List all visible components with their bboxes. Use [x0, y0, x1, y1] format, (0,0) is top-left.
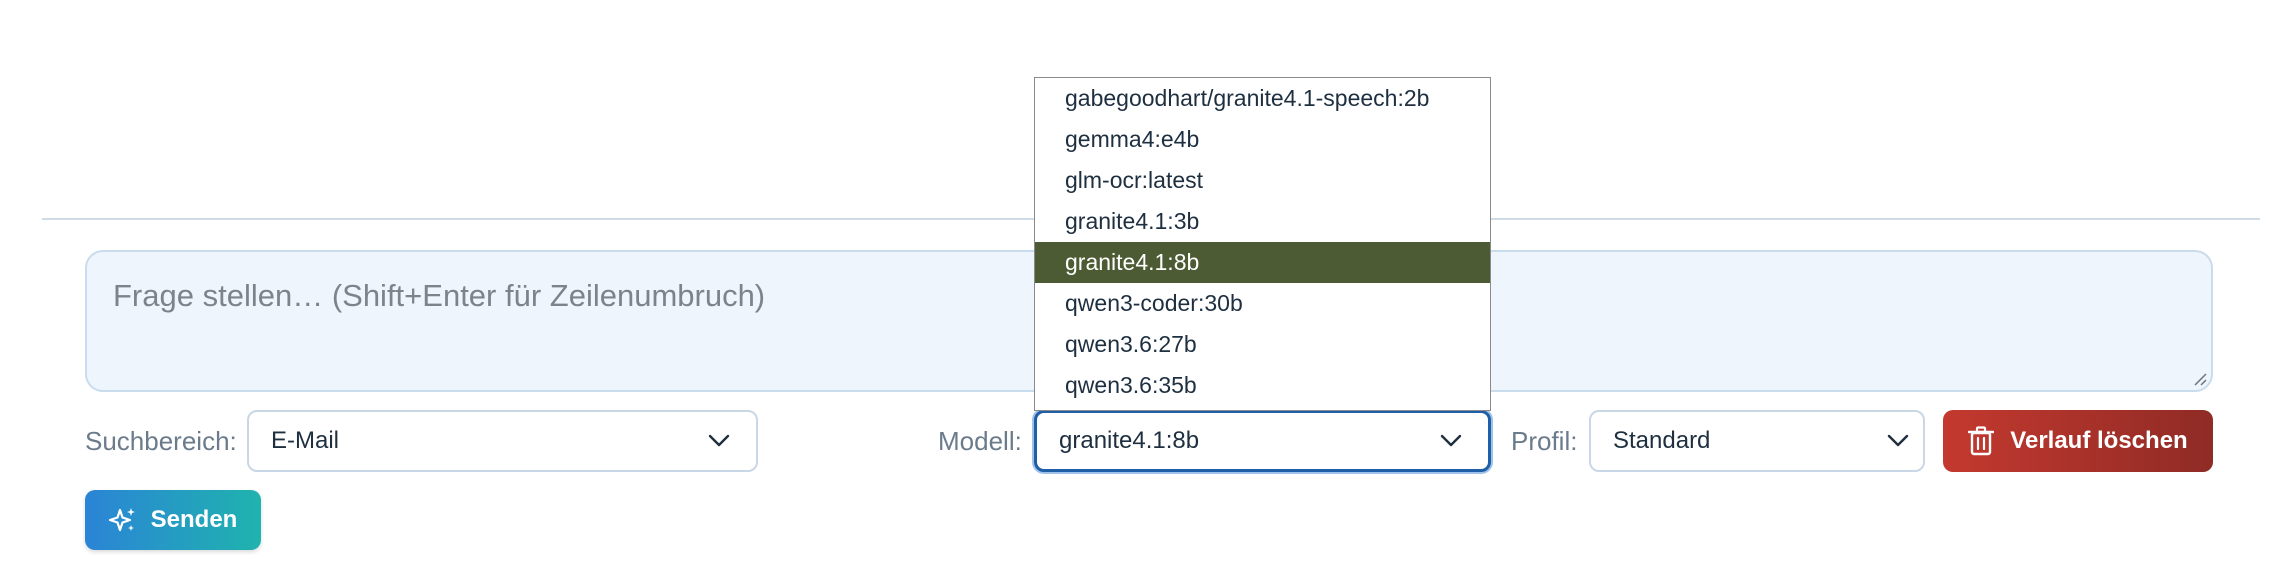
- model-dropdown-list[interactable]: gabegoodhart/granite4.1-speech:2b gemma4…: [1034, 77, 1491, 411]
- search-scope-select[interactable]: E-Mail: [247, 410, 758, 472]
- profile-select[interactable]: Standard: [1589, 410, 1925, 472]
- chevron-down-icon: [708, 434, 730, 447]
- chevron-down-icon: [1887, 434, 1909, 447]
- model-option[interactable]: granite4.1:8b: [1035, 242, 1490, 283]
- trash-icon: [1968, 426, 1995, 456]
- send-button[interactable]: Senden: [85, 490, 261, 550]
- clear-history-label: Verlauf löschen: [2010, 427, 2188, 454]
- sparkles-icon: [108, 508, 135, 532]
- model-option[interactable]: qwen3.6:35b: [1065, 372, 1197, 398]
- search-scope-label: Suchbereich:: [85, 426, 237, 456]
- model-option[interactable]: gabegoodhart/granite4.1-speech:2b: [1065, 85, 1430, 111]
- model-value: granite4.1:8b: [1059, 427, 1200, 454]
- model-option[interactable]: qwen3-coder:30b: [1065, 290, 1243, 316]
- model-select[interactable]: granite4.1:8b: [1034, 410, 1491, 472]
- model-label: Modell:: [938, 426, 1022, 456]
- model-option[interactable]: glm-ocr:latest: [1065, 167, 1204, 193]
- model-option[interactable]: gemma4:e4b: [1065, 126, 1200, 152]
- clear-history-button[interactable]: Verlauf löschen: [1943, 410, 2213, 472]
- search-scope-value: E-Mail: [271, 427, 340, 454]
- question-placeholder: Frage stellen… (Shift+Enter für Zeilenum…: [113, 278, 766, 313]
- resize-grip-icon[interactable]: [2193, 372, 2207, 386]
- model-option[interactable]: granite4.1:3b: [1065, 208, 1200, 234]
- profile-label: Profil:: [1511, 426, 1578, 456]
- model-option[interactable]: qwen3.6:27b: [1065, 331, 1197, 357]
- chevron-down-icon: [1440, 434, 1462, 447]
- profile-value: Standard: [1613, 427, 1711, 454]
- send-label: Senden: [150, 506, 238, 533]
